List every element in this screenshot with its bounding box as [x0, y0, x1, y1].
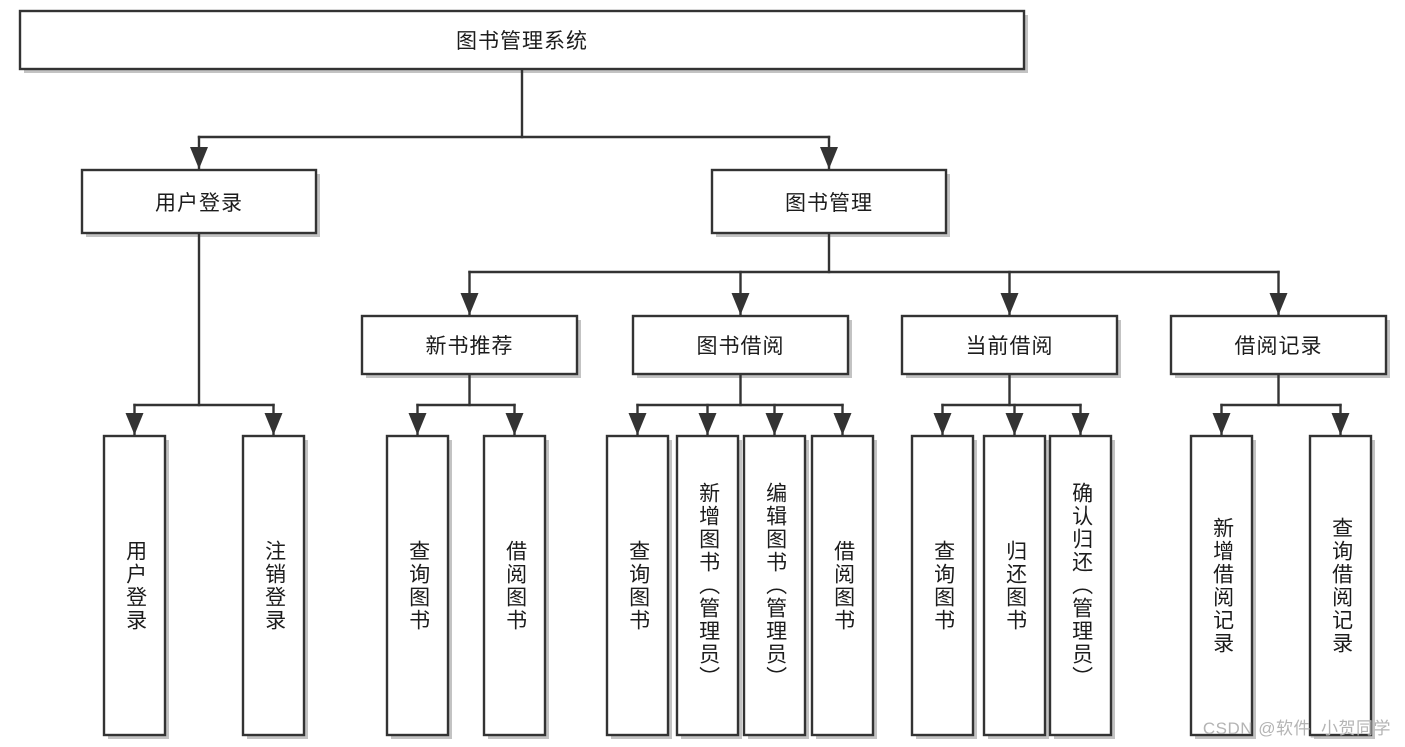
arrow-root-1 [820, 147, 838, 169]
node-leaf-8[interactable] [910, 434, 975, 737]
node-l3-3[interactable] [1169, 314, 1388, 376]
arrow-leaf-3-2 [1071, 413, 1090, 435]
node-leaf-3[interactable] [482, 434, 547, 737]
arrow-leaf-0-1 [264, 413, 283, 435]
node-root[interactable] [18, 9, 1026, 71]
node-l2-1[interactable] [710, 168, 948, 235]
arrow-l3-2 [1000, 293, 1019, 315]
node-l2-0[interactable] [80, 168, 318, 235]
arrow-leaf-2-1 [698, 413, 717, 435]
arrow-l3-0 [460, 293, 479, 315]
arrow-leaf-1-0 [408, 413, 427, 435]
arrow-root-0 [190, 147, 208, 169]
node-leaf-9[interactable] [982, 434, 1047, 737]
node-l3-2[interactable] [900, 314, 1119, 376]
arrow-leaf-0-0 [125, 413, 144, 435]
box-layer [18, 9, 1388, 737]
node-leaf-11[interactable] [1189, 434, 1254, 737]
node-leaf-10[interactable] [1048, 434, 1113, 737]
node-leaf-5[interactable] [675, 434, 740, 737]
arrow-l3-3 [1269, 293, 1288, 315]
arrow-leaf-1-1 [505, 413, 524, 435]
arrow-leaf-4-0 [1212, 413, 1231, 435]
node-leaf-12[interactable] [1308, 434, 1373, 737]
arrow-l3-1 [731, 293, 750, 315]
arrow-leaf-4-1 [1331, 413, 1350, 435]
node-leaf-1[interactable] [241, 434, 306, 737]
node-l3-0[interactable] [360, 314, 579, 376]
node-leaf-4[interactable] [605, 434, 670, 737]
node-leaf-7[interactable] [810, 434, 875, 737]
node-l3-1[interactable] [631, 314, 850, 376]
arrow-leaf-2-2 [765, 413, 784, 435]
node-leaf-0[interactable] [102, 434, 167, 737]
node-leaf-2[interactable] [385, 434, 450, 737]
connector-layer [125, 67, 1350, 436]
arrow-leaf-2-0 [628, 413, 647, 435]
arrow-leaf-3-1 [1005, 413, 1024, 435]
arrow-leaf-3-0 [933, 413, 952, 435]
node-leaf-6[interactable] [742, 434, 807, 737]
arrow-leaf-2-3 [833, 413, 852, 435]
